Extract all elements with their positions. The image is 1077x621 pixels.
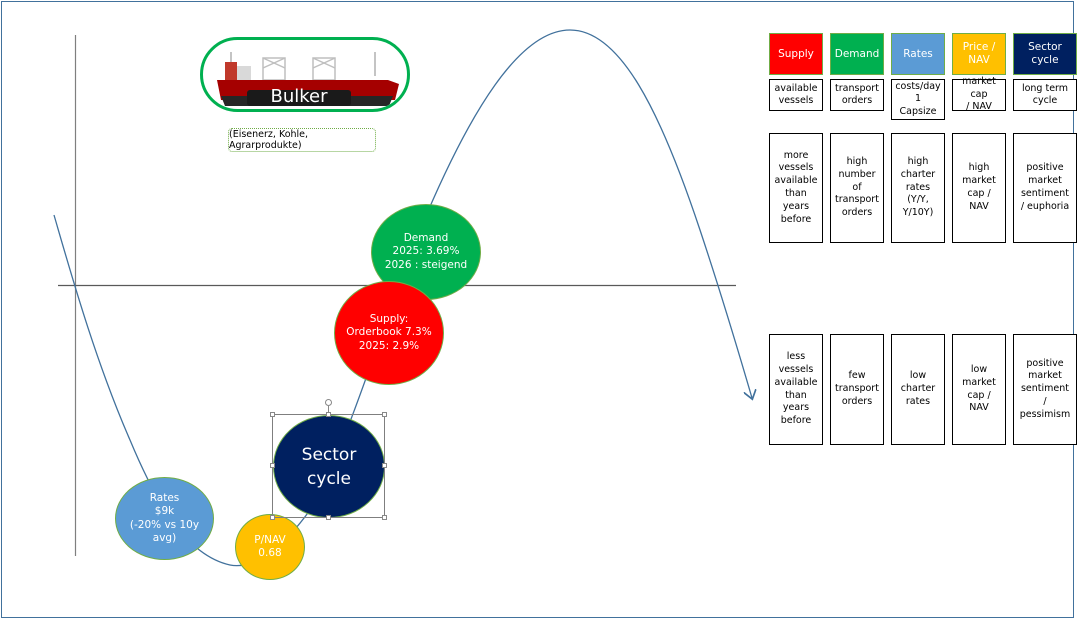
- resize-handle-nw[interactable]: [270, 412, 275, 417]
- bulker-badge: Bulker: [200, 37, 410, 112]
- low-phase-rates: low charter rates: [891, 334, 945, 445]
- bulk-carrier-ship-icon: [217, 52, 399, 106]
- demand-bubble[interactable]: Demand 2025: 3.69% 2026 : steigend: [371, 204, 481, 300]
- legend-header-label: Supply: [778, 47, 814, 60]
- high-phase-price-nav: high market cap / NAV: [952, 133, 1006, 243]
- rates-bubble-text: Rates $9k (-20% vs 10y avg): [129, 491, 200, 545]
- rotate-handle-stem: [328, 406, 329, 413]
- legend-header-supply: Supply: [769, 33, 823, 75]
- resize-handle-sw[interactable]: [270, 515, 275, 520]
- selection-box[interactable]: [272, 414, 385, 518]
- legend-header-rates: Rates: [891, 33, 945, 75]
- bulker-label: Bulker: [270, 86, 328, 107]
- supply-bubble[interactable]: Supply: Orderbook 7.3% 2025: 2.9%: [334, 281, 444, 385]
- pnav-bubble[interactable]: P/NAV 0.68: [235, 514, 305, 580]
- legend-header-price-nav: Price / NAV: [952, 33, 1006, 75]
- rotate-handle-icon[interactable]: [325, 399, 332, 406]
- resize-handle-se[interactable]: [382, 515, 387, 520]
- resize-handle-e[interactable]: [382, 463, 387, 468]
- high-phase-demand: high number of transport orders: [830, 133, 884, 243]
- legend-header-sector-cycle: Sector cycle: [1013, 33, 1077, 75]
- legend-desc-price-nav: market cap / NAV: [952, 76, 1006, 112]
- legend-header-label: Sector cycle: [1028, 41, 1062, 66]
- low-phase-supply: less vessels available than years before: [769, 334, 823, 445]
- legend-desc-supply: available vessels: [769, 79, 823, 111]
- demand-bubble-text: Demand 2025: 3.69% 2026 : steigend: [384, 231, 468, 271]
- pnav-bubble-text: P/NAV 0.68: [254, 533, 286, 560]
- sector-cycle-bubble-text: Sector cycle: [301, 444, 357, 489]
- resize-handle-ne[interactable]: [382, 412, 387, 417]
- resize-handle-w[interactable]: [270, 463, 275, 468]
- legend-header-label: Price / NAV: [962, 41, 996, 66]
- cargo-note: (Eisenerz, Kohle, Agrarprodukte): [228, 128, 376, 152]
- legend-desc-sector-cycle: long term cycle: [1013, 79, 1077, 111]
- legend-header-demand: Demand: [830, 33, 884, 75]
- low-phase-price-nav: low market cap / NAV: [952, 334, 1006, 445]
- high-phase-rates: high charter rates (Y/Y, Y/10Y): [891, 133, 945, 243]
- rates-bubble[interactable]: Rates $9k (-20% vs 10y avg): [115, 477, 214, 560]
- legend-header-label: Rates: [903, 47, 933, 60]
- low-phase-demand: few transport orders: [830, 334, 884, 445]
- legend-header-label: Demand: [834, 47, 880, 60]
- resize-handle-s[interactable]: [326, 515, 331, 520]
- supply-bubble-text: Supply: Orderbook 7.3% 2025: 2.9%: [346, 312, 432, 352]
- legend-desc-demand: transport orders: [830, 79, 884, 111]
- high-phase-supply: more vessels available than years before: [769, 133, 823, 243]
- high-phase-sector-cycle: positive market sentiment / euphoria: [1013, 133, 1077, 243]
- legend-desc-rates: costs/day 1 Capsize: [891, 79, 945, 120]
- low-phase-sector-cycle: positive market sentiment / pessimism: [1013, 334, 1077, 445]
